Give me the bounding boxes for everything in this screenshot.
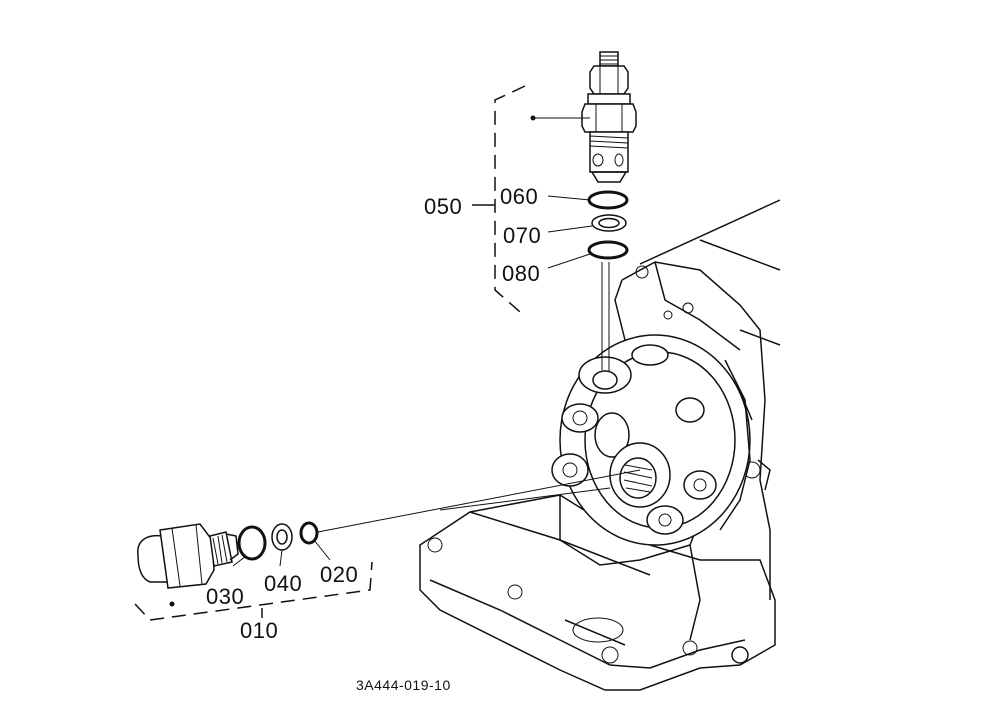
o-ring-030	[237, 525, 267, 561]
assembly-centerlines	[317, 262, 641, 533]
seal-rings-lower	[237, 521, 319, 561]
group-bracket-050	[472, 85, 590, 313]
label-040: 040	[264, 571, 302, 596]
label-050: 050	[424, 194, 462, 219]
backup-ring-070	[591, 214, 627, 232]
relief-valve-050	[581, 51, 637, 183]
label-080: 080	[502, 261, 540, 286]
label-030: 030	[206, 584, 244, 609]
label-070: 070	[503, 223, 541, 248]
leader-lines	[232, 195, 593, 567]
relief-valve-010	[137, 523, 239, 607]
label-060: 060	[500, 184, 538, 209]
label-020: 020	[320, 562, 358, 587]
o-ring-060	[587, 190, 629, 210]
label-010: 010	[240, 618, 278, 643]
backup-ring-040	[271, 523, 293, 551]
o-ring-080	[587, 240, 629, 260]
o-ring-020	[299, 521, 319, 545]
group-bracket-010	[134, 561, 373, 621]
drawing-number: 3A444-019-10	[356, 677, 451, 693]
seal-rings-upper	[587, 190, 629, 260]
housing-casting	[419, 199, 781, 691]
